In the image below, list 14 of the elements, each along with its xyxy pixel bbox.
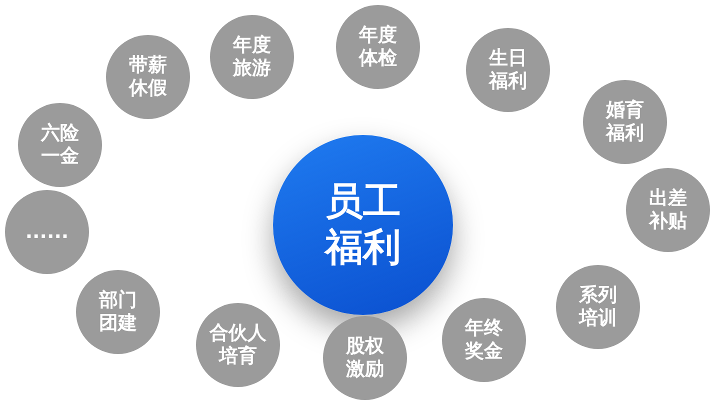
circle-label: 出差补贴 xyxy=(648,187,688,233)
circle-label: 股权激励 xyxy=(345,335,385,381)
circle-label: ...... xyxy=(25,220,69,244)
circle-label: 六险一金 xyxy=(40,122,80,168)
circle-label: 婚育福利 xyxy=(605,99,645,145)
circle-label: 员工福利 xyxy=(324,179,402,271)
circle-label: 带薪休假 xyxy=(128,54,168,100)
circle-label: 系列培训 xyxy=(578,284,618,330)
circle-label: 年终奖金 xyxy=(464,317,504,363)
circle-label: 部门团建 xyxy=(98,289,138,335)
circle-label: 年度体检 xyxy=(358,24,398,70)
circle-label: 合伙人培育 xyxy=(208,322,268,368)
circle-label: 生日福利 xyxy=(488,47,528,93)
circle-label: 年度旅游 xyxy=(232,34,272,80)
